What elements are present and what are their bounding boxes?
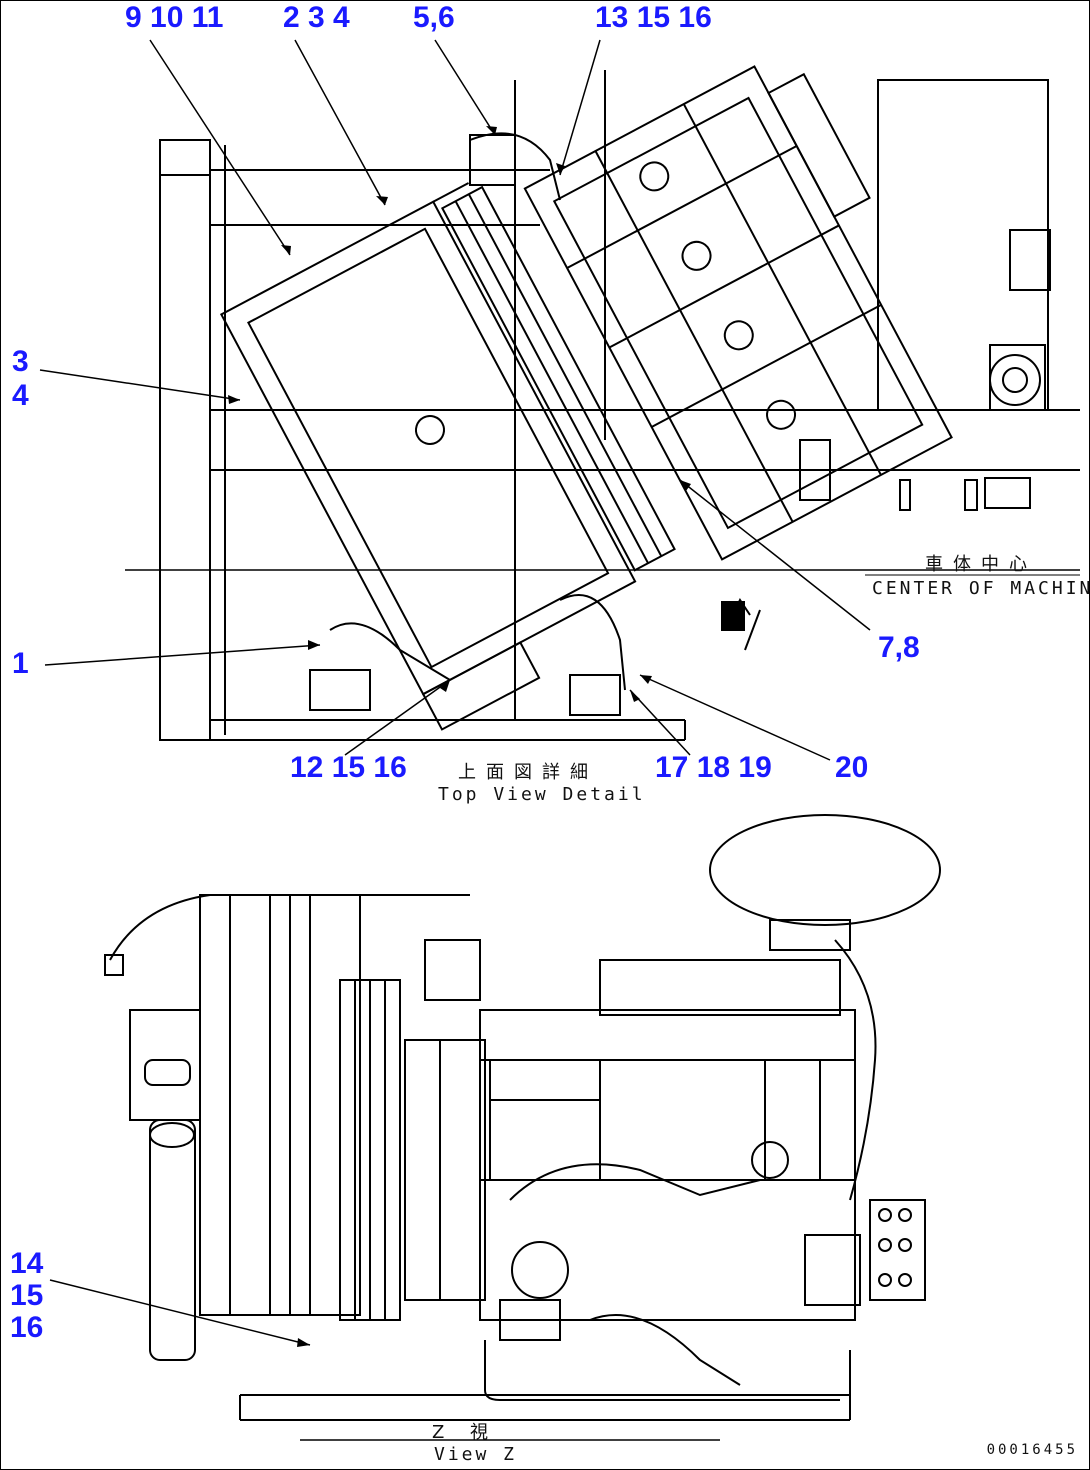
top-view-drawing <box>39 39 1080 761</box>
top-view-caption-jp: 上面図詳細 <box>458 762 598 783</box>
radiator-core <box>219 200 637 696</box>
callout-2-3-4: 2 3 4 <box>283 1 350 34</box>
view-z-caption-jp: Z 視 <box>432 1422 499 1443</box>
callout-13-15-16: 13 15 16 <box>595 1 712 34</box>
harness-right <box>834 939 877 1201</box>
callout-1: 1 <box>12 647 29 680</box>
right-frame-box <box>877 79 1049 411</box>
document-number: 00016455 <box>986 1442 1078 1458</box>
radiator-side <box>199 894 361 1316</box>
view-z-drawing <box>49 814 941 1441</box>
tank <box>709 814 941 926</box>
reservoir <box>149 1119 196 1361</box>
callout-7-8: 7,8 <box>878 631 920 664</box>
engine-block <box>523 65 953 561</box>
center-caption-en: CENTER OF MACHINE <box>872 578 1090 599</box>
top-view-caption-en: Top View Detail <box>438 784 646 805</box>
callout-5-6: 5,6 <box>413 1 455 34</box>
fan-shroud <box>404 1039 486 1301</box>
oil-cooler <box>440 185 676 572</box>
callout-4: 4 <box>12 379 29 412</box>
callout-12-15-16: 12 15 16 <box>290 751 407 784</box>
harness-mid <box>509 1163 761 1201</box>
hose-bottom-left <box>329 622 451 681</box>
hose-top-view-z <box>109 894 470 961</box>
top-leader-lines <box>39 39 871 761</box>
hose-bottom-right <box>559 594 626 691</box>
callout-16: 16 <box>10 1311 44 1344</box>
callout-20: 20 <box>835 751 869 784</box>
terminal-block <box>869 1199 926 1301</box>
callout-14: 14 <box>10 1247 44 1280</box>
callout-15: 15 <box>10 1279 44 1312</box>
callout-17-18-19: 17 18 19 <box>655 751 772 784</box>
harness-low <box>589 1314 741 1386</box>
view-z-caption-en: View Z <box>434 1444 518 1465</box>
engine-side <box>479 1009 856 1321</box>
callout-3: 3 <box>12 345 29 378</box>
callout-9-10-11: 9 10 11 <box>125 1 224 34</box>
hose-top <box>469 132 561 201</box>
chassis-rail-left <box>159 139 211 741</box>
center-caption-jp: 車体中心 <box>925 554 1037 575</box>
